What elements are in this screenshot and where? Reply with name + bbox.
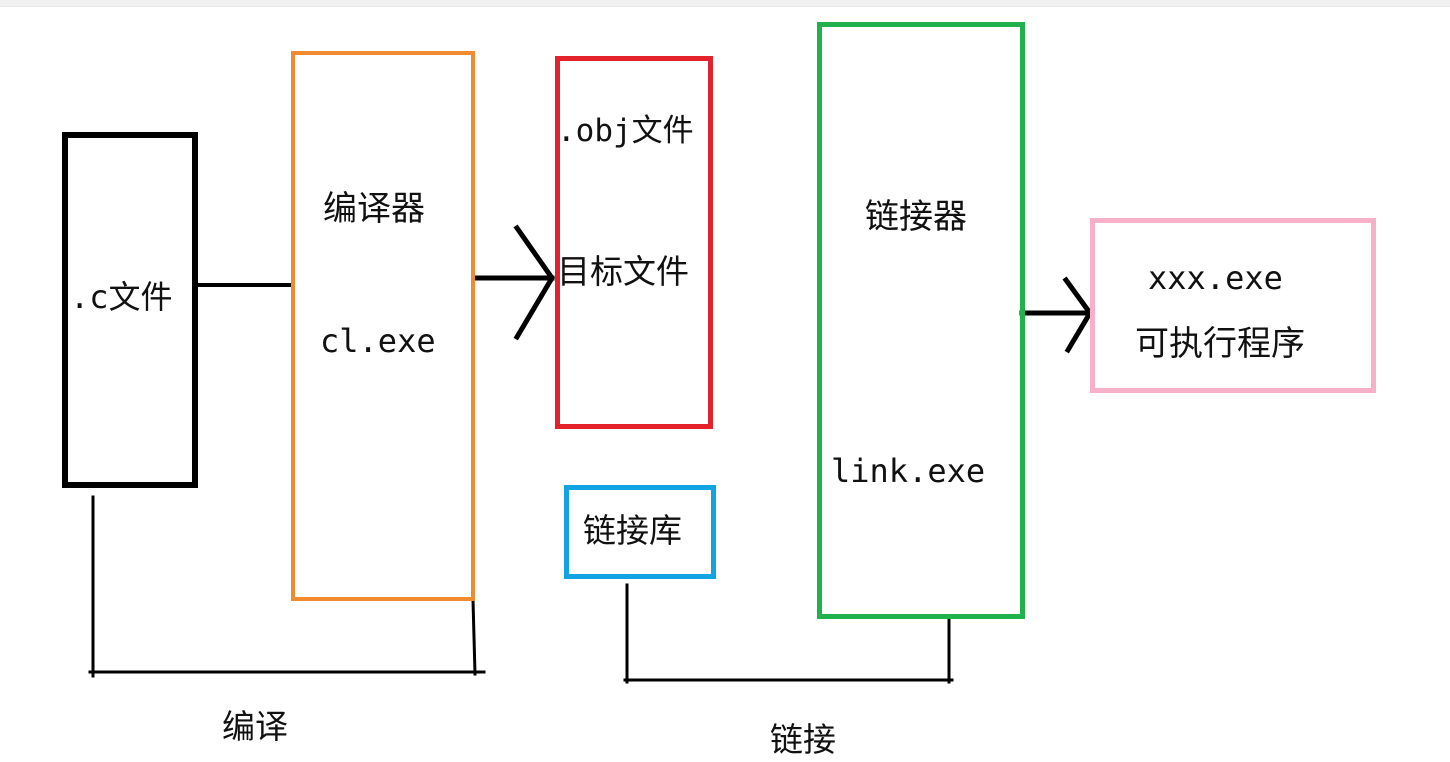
linker-title: 链接器 — [865, 197, 967, 237]
link-library-label: 链接库 — [583, 511, 682, 550]
arrow-linker-to-executable — [1019, 276, 1093, 354]
arrow-compiler-to-object — [471, 224, 555, 341]
executable-label: 可执行程序 — [1135, 324, 1305, 364]
source-file-box — [62, 132, 198, 488]
executable-exe: xxx.exe — [1148, 259, 1283, 297]
compile-bracket — [88, 495, 486, 678]
compiler-box — [291, 51, 475, 601]
object-file-box — [555, 56, 713, 429]
compiler-exe: cl.exe — [320, 322, 436, 360]
linker-box — [817, 22, 1025, 619]
executable-box — [1090, 218, 1376, 393]
link-bracket — [623, 583, 954, 684]
linker-exe: link.exe — [831, 452, 986, 490]
object-file-label: 目标文件 — [557, 252, 689, 291]
compile-bracket-label: 编译 — [222, 707, 288, 746]
compiler-title: 编译器 — [323, 189, 425, 229]
object-file-ext-label: .obj文件 — [557, 113, 694, 149]
top-divider — [0, 0, 1450, 7]
source-file-label: .c文件 — [70, 278, 173, 316]
link-library-box — [564, 485, 716, 579]
link-bracket-label: 链接 — [770, 720, 836, 759]
